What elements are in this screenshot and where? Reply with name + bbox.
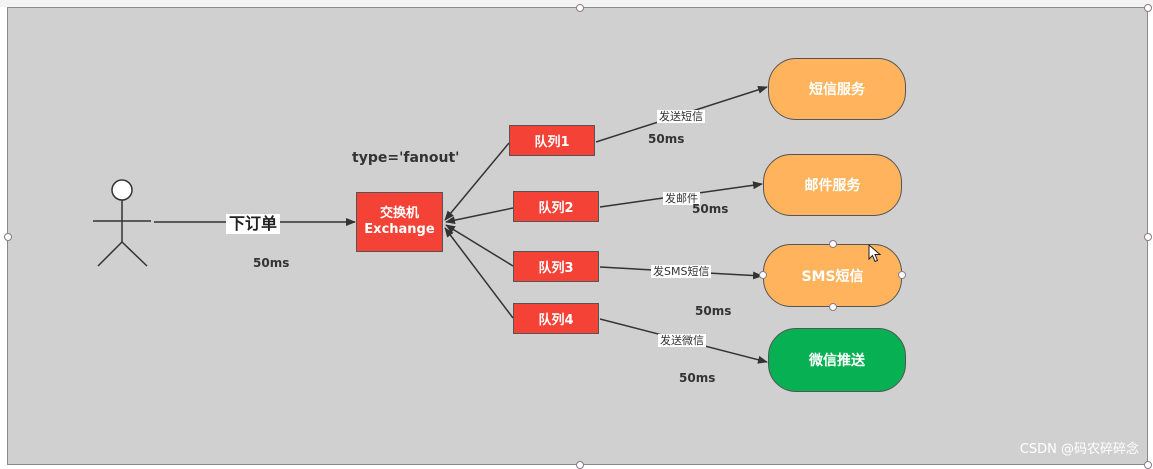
edge-label-send-mail: 发邮件 [663, 192, 700, 205]
queue-node-1[interactable]: 队列1 [509, 125, 595, 156]
queue-node-2[interactable]: 队列2 [513, 191, 599, 222]
node-resize-handle-right[interactable] [898, 271, 906, 279]
board-resize-handle-top[interactable] [576, 4, 584, 12]
queue3-to-exchange-edge [445, 224, 514, 267]
mouse-cursor-icon [868, 244, 882, 263]
exchange-name-cn: 交换机 [379, 206, 419, 221]
wechat-push-service-node[interactable]: 微信推送 [768, 328, 906, 392]
queue-node-4[interactable]: 队列4 [513, 303, 599, 334]
node-resize-handle-top[interactable] [829, 240, 837, 248]
service-label: SMS短信 [801, 268, 864, 285]
actor-latency-label: 50ms [253, 256, 290, 270]
exchange-node[interactable]: 交换机 Exchange [356, 192, 443, 252]
place-order-label: 下订单 [226, 214, 281, 234]
queue-label: 队列2 [538, 201, 574, 216]
latency-label-1: 50ms [648, 132, 685, 146]
queue-label: 队列1 [534, 135, 570, 150]
mail-service-node[interactable]: 邮件服务 [763, 154, 902, 216]
board-resize-handle-left[interactable] [4, 233, 12, 241]
latency-label-4: 50ms [679, 371, 716, 385]
watermark: CSDN @码农碎碎念 [1019, 442, 1139, 457]
queue-label: 队列3 [538, 261, 574, 276]
edge-label-send-sms-text: 发SMS短信 [651, 265, 712, 278]
service-label: 邮件服务 [804, 178, 861, 194]
board-resize-handle-right[interactable] [1144, 233, 1152, 241]
queue-label: 队列4 [538, 313, 574, 328]
diagram-board[interactable] [7, 7, 1148, 465]
top-strip [0, 0, 1153, 7]
service-label: 微信推送 [809, 353, 865, 369]
sms-service-node[interactable]: 短信服务 [768, 58, 906, 120]
board-resize-handle-top-right[interactable] [1144, 4, 1152, 12]
latency-label-2: 50ms [692, 202, 729, 216]
actor-icon [93, 179, 151, 267]
edge-label-send-sms: 发送短信 [657, 110, 705, 123]
queue1-to-exchange-edge [444, 142, 510, 221]
node-resize-handle-left[interactable] [759, 271, 767, 279]
queue2-to-exchange-edge [445, 207, 514, 225]
node-resize-handle-bottom[interactable] [829, 303, 837, 311]
latency-label-3: 50ms [695, 304, 732, 318]
queue-node-3[interactable]: 队列3 [513, 251, 599, 282]
exchange-name-en: Exchange [364, 222, 435, 237]
edge-label-send-wechat: 发送微信 [658, 334, 706, 347]
service-label: 短信服务 [809, 82, 865, 98]
queue4-to-exchange-edge [444, 227, 514, 319]
exchange-type-label: type='fanout' [352, 150, 460, 166]
